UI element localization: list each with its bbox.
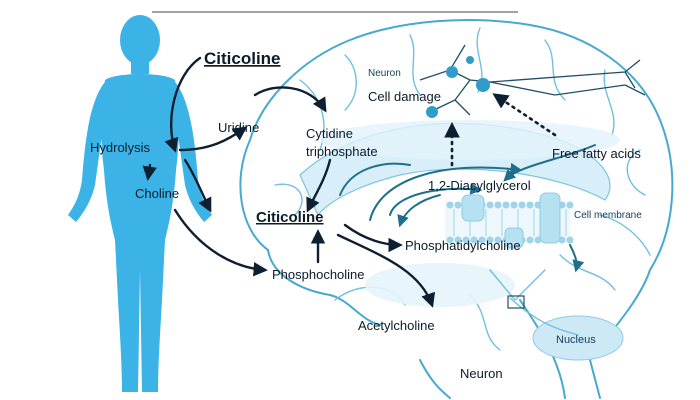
label-citicoline-top: Citicoline: [204, 49, 281, 68]
dotted-arrow-ffa-to-damage: [492, 93, 557, 137]
label-neuron-top: Neuron: [368, 68, 401, 79]
cell-membrane-illustration: [445, 192, 574, 249]
label-choline: Choline: [135, 186, 179, 201]
arrow-hydrolysis-to-uridine: [178, 126, 248, 152]
arrow-citicoline-to-phosphatidylcholine: [343, 223, 403, 253]
label-citicoline-mid: Citicoline: [256, 209, 324, 226]
label-hydrolysis: Hydrolysis: [90, 140, 150, 155]
label-cytidine: Cytidine: [306, 126, 353, 141]
arrow-citicoline-to-acetylcholine: [336, 233, 436, 308]
arrow-diacylglycerol-to-phosphatidylcholine: [397, 194, 441, 228]
zoom-box: [507, 295, 525, 309]
arrow-ctp-to-citicoline: [306, 158, 332, 213]
zoom-guide-lines: [489, 269, 546, 302]
damage-spots: [426, 56, 490, 118]
arrow-hydrolysis-branch: [183, 158, 212, 213]
damaged-neuron-cells: [419, 44, 646, 116]
human-body-silhouette: [68, 15, 212, 392]
label-neuron-bottom: Neuron: [460, 366, 503, 381]
label-acetylcholine: Acetylcholine: [358, 318, 435, 333]
arrow-hydrolysis-to-choline: [142, 163, 157, 181]
label-cell-damage: Cell damage: [368, 89, 441, 104]
label-free-fatty-acids: Free fatty acids: [552, 146, 641, 161]
arrow-uridine-to-ctp: [253, 86, 327, 113]
flow-arrows: [142, 56, 596, 308]
arrow-citicoline-to-hydrolysis: [164, 56, 202, 153]
arrow-choline-to-phosphocholine: [173, 208, 268, 277]
neuron-process-line: [509, 297, 579, 336]
brain-illustration: [239, 19, 674, 399]
label-nucleus: Nucleus: [556, 334, 596, 346]
label-phosphatidylcholine: Phosphatidylcholine: [405, 238, 521, 253]
label-phosphocholine: Phosphocholine: [272, 267, 365, 282]
arrow-membrane-down: [569, 244, 585, 273]
label-triphosphate: triphosphate: [306, 144, 378, 159]
label-diacylglycerol: 1,2-Diacylglycerol: [428, 178, 531, 193]
label-cell-membrane: Cell membrane: [574, 210, 642, 221]
arrow-ffa-to-dag: [503, 144, 596, 182]
label-uridine: Uridine: [218, 120, 259, 135]
